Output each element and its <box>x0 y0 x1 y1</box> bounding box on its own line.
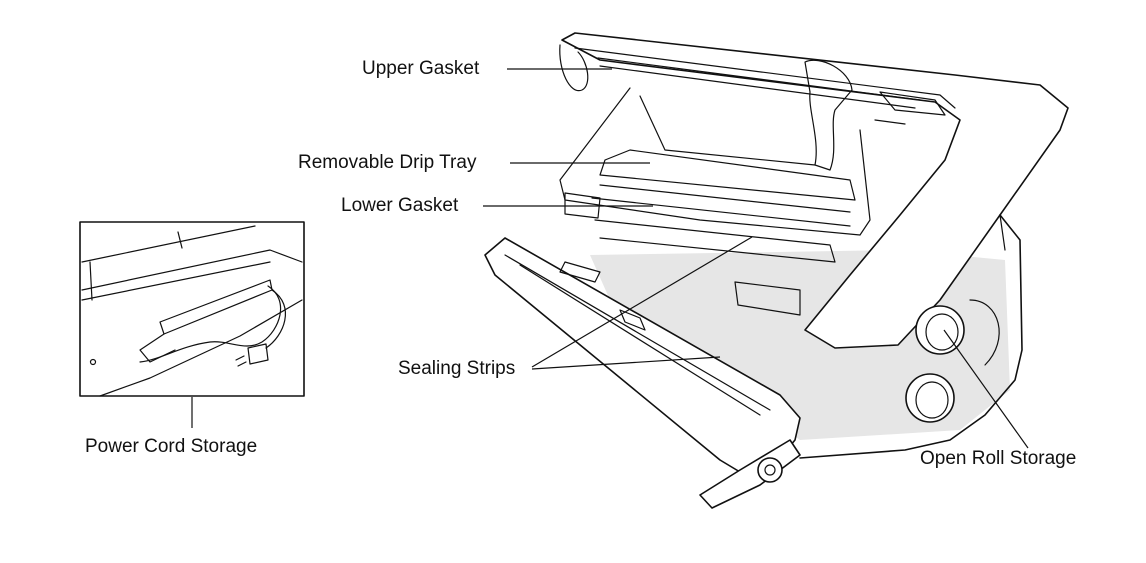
lid-top-rim <box>574 47 956 109</box>
tray-clip <box>619 309 646 331</box>
vacuum-sealer-machine <box>484 32 1069 509</box>
label-upper-gasket: Upper Gasket <box>362 58 480 79</box>
cutter-mark <box>874 119 906 125</box>
leader-lines <box>191 68 1029 449</box>
power-cord-outer <box>265 289 287 349</box>
upper-gasket-strip <box>597 57 921 101</box>
roll-lower <box>905 373 955 423</box>
inset-frame <box>79 221 305 397</box>
vacuum-channel <box>594 219 836 263</box>
lower-gasket-strip-inner <box>591 197 851 227</box>
roll-lower-core <box>915 381 949 419</box>
label-lower-gasket: Lower Gasket <box>341 195 459 216</box>
label-open-roll-storage: Open Roll Storage <box>920 448 1077 469</box>
body-right-side <box>799 214 1023 459</box>
inset-slot-mark <box>177 231 183 249</box>
lid-latch-arm <box>804 59 853 171</box>
sealing-strip-front <box>519 264 761 416</box>
cord-compartment <box>159 279 273 335</box>
inset-bottom-edge <box>99 299 303 397</box>
power-plug <box>247 343 269 365</box>
upper-gasket-strip-inner <box>599 65 916 109</box>
label-removable-drip-tray: Removable Drip Tray <box>298 152 477 173</box>
leader-sealing-strip-lower <box>531 356 721 370</box>
leader-sealing-strip-upper <box>531 236 753 368</box>
lid-inner-frame <box>559 87 871 236</box>
inset-lid-edge <box>81 249 303 291</box>
side-latch-slot <box>734 281 801 316</box>
body-side-edge <box>999 214 1006 251</box>
lid-outer-shell <box>561 32 1069 349</box>
label-power-cord-storage: Power Cord Storage <box>85 436 258 457</box>
left-latch-slot <box>564 192 601 219</box>
roll-upper-core <box>925 313 959 351</box>
drip-tray-back <box>639 95 816 166</box>
hinge-knob <box>757 457 783 483</box>
inset-power-cord-storage <box>79 221 305 397</box>
roll-cutter <box>879 91 946 116</box>
inset-corner <box>89 261 93 301</box>
label-sealing-strips: Sealing Strips <box>398 358 516 379</box>
inset-front-edge <box>81 261 271 301</box>
inset-top-edge <box>81 225 256 263</box>
lid-left-tab <box>559 44 589 92</box>
roll-upper <box>915 305 965 355</box>
roll-bay-curve <box>969 299 1000 366</box>
hinge-knob-center <box>764 464 776 476</box>
tray-notch <box>559 261 601 283</box>
lower-gasket-strip <box>599 184 851 213</box>
power-cord <box>139 285 282 363</box>
sealing-strip-back <box>504 254 771 411</box>
plug-prongs <box>235 355 247 367</box>
leader-open-roll <box>943 329 1029 449</box>
removable-drip-tray <box>599 149 856 201</box>
hinge-bar <box>699 439 801 509</box>
inset-screw <box>89 358 97 366</box>
